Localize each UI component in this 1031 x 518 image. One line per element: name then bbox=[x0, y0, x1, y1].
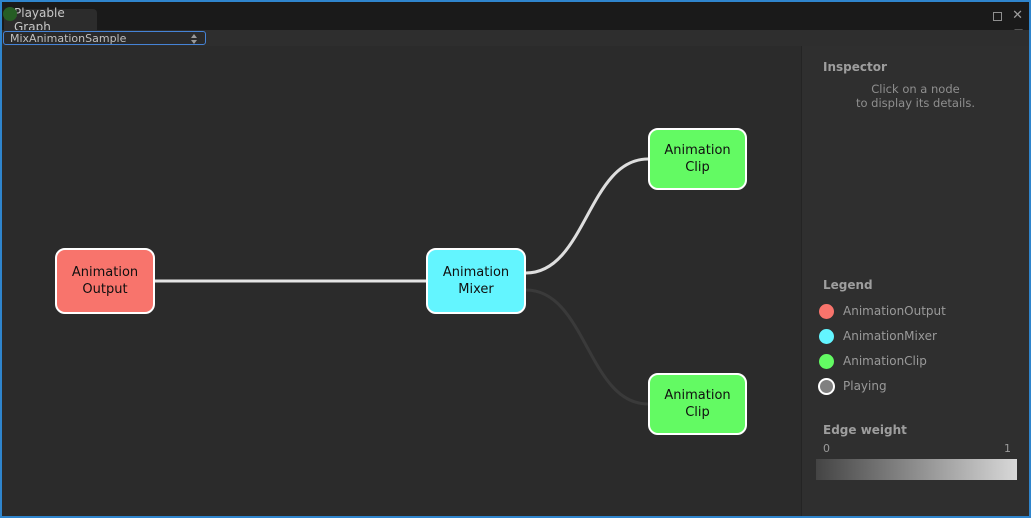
legend-item-playing: Playing bbox=[818, 377, 1019, 395]
main-area: Animation Output Animation Mixer Animati… bbox=[2, 46, 1029, 516]
toolbar: MixAnimationSample bbox=[2, 30, 1029, 46]
legend-swatch-green bbox=[819, 353, 834, 369]
legend-label: AnimationOutput bbox=[843, 304, 946, 318]
titlebar: Playable Graph ✕ ▾ ≡ bbox=[2, 2, 1029, 41]
legend-item-animation-clip: AnimationClip bbox=[819, 352, 1019, 370]
legend-label: Playing bbox=[843, 379, 887, 393]
inspector-empty-line2: to display its details. bbox=[855, 96, 975, 110]
node-label: Animation Clip bbox=[664, 388, 731, 420]
node-animation-clip-top[interactable]: Animation Clip bbox=[648, 128, 747, 190]
edge-weight-min: 0 bbox=[823, 442, 830, 455]
edge-mixer-to-clip-bottom bbox=[524, 288, 650, 406]
edge-mixer-to-clip-top bbox=[524, 157, 650, 275]
window-controls: ✕ bbox=[993, 8, 1023, 23]
green-status-dot-icon bbox=[3, 7, 17, 21]
node-label: Animation Output bbox=[71, 265, 139, 297]
graph-selector-dropdown[interactable]: MixAnimationSample bbox=[3, 31, 206, 45]
inspector-panel: Inspector Click on a node to display its… bbox=[801, 46, 1029, 516]
inspector-title: Inspector bbox=[823, 60, 887, 74]
legend-swatch-cyan bbox=[819, 328, 834, 344]
edge-weight-title: Edge weight bbox=[823, 423, 907, 437]
legend-item-animation-mixer: AnimationMixer bbox=[819, 327, 1019, 345]
legend-label: AnimationMixer bbox=[843, 329, 937, 343]
edges-layer bbox=[153, 157, 650, 406]
edge-weight-max: 1 bbox=[1004, 442, 1011, 455]
edge-weight-gradient-bar bbox=[816, 459, 1017, 480]
edge-weight-scale: 0 1 bbox=[816, 442, 1017, 455]
graph-selector-value: MixAnimationSample bbox=[10, 31, 127, 45]
legend-label: AnimationClip bbox=[843, 354, 927, 368]
node-animation-output[interactable]: Animation Output bbox=[55, 248, 155, 314]
legend-title: Legend bbox=[823, 278, 873, 292]
dropdown-arrows-icon bbox=[191, 34, 197, 44]
node-label: Animation Mixer bbox=[442, 265, 510, 297]
node-label: Animation Clip bbox=[664, 143, 731, 175]
legend-swatch-playing bbox=[818, 377, 835, 395]
legend-item-animation-output: AnimationOutput bbox=[819, 302, 1019, 320]
close-icon[interactable]: ✕ bbox=[1012, 8, 1023, 23]
inspector-empty-message: Click on a node to display its details. bbox=[802, 82, 1029, 110]
tab-playable-graph[interactable]: Playable Graph bbox=[4, 6, 97, 34]
graph-canvas[interactable]: Animation Output Animation Mixer Animati… bbox=[2, 46, 801, 516]
legend-swatch-red bbox=[819, 303, 834, 319]
inspector-empty-line1: Click on a node bbox=[871, 82, 960, 96]
node-animation-mixer[interactable]: Animation Mixer bbox=[426, 248, 526, 314]
node-animation-clip-bottom[interactable]: Animation Clip bbox=[648, 373, 747, 435]
maximize-icon[interactable] bbox=[993, 11, 1003, 21]
